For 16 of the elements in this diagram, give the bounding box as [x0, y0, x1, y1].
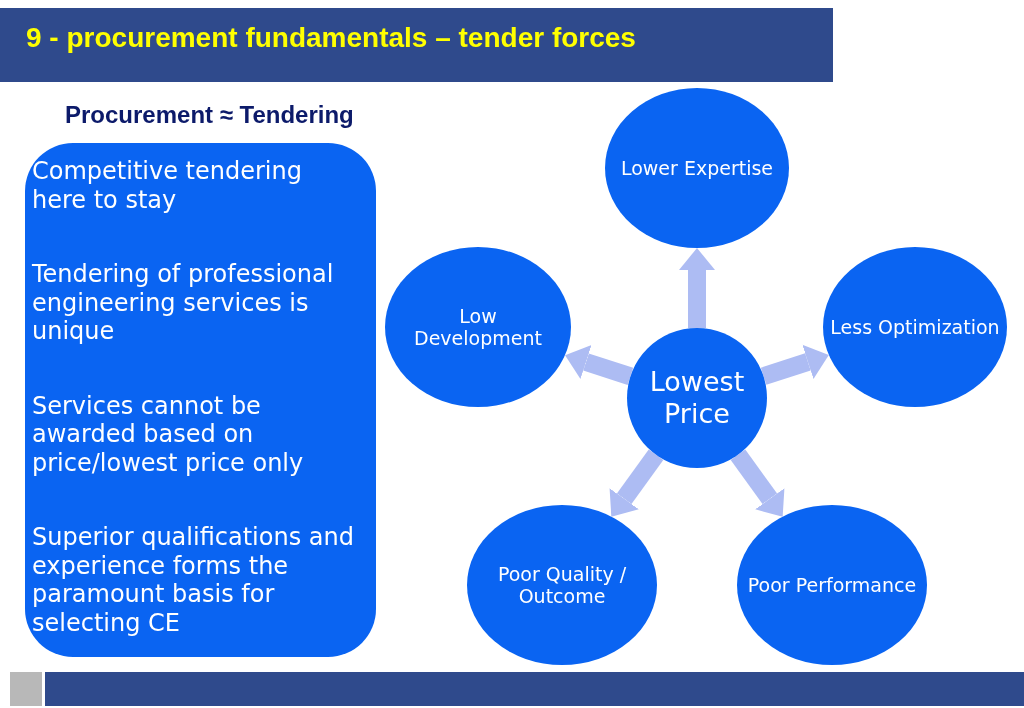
node-text: Less Optimization — [830, 316, 1000, 338]
block-arrow — [679, 248, 715, 328]
block-arrow — [565, 344, 634, 385]
node-text: Poor Quality / Outcome — [496, 563, 628, 607]
block-arrow — [730, 449, 785, 517]
node-text: Tendering of professional engineering services is unique — [32, 260, 335, 346]
node-text: Lowest Price — [648, 366, 746, 430]
node-text: Lower Expertise — [620, 157, 774, 179]
node-text: Competitive tendering here to stay — [32, 157, 303, 214]
node-text: Low Development — [414, 305, 542, 349]
section-heading: Procurement ≈ Tendering — [65, 101, 354, 129]
node-text: Superior qualifications and experience forms the paramount basis for selecting CE — [32, 523, 355, 637]
node-text: Services cannot be awarded based on price/lowest price only — [32, 391, 305, 477]
block-arrow — [609, 449, 664, 517]
slide-title: 9 - procurement fundamentals – tender forces — [26, 22, 636, 54]
node-text: Poor Performance — [747, 574, 917, 596]
